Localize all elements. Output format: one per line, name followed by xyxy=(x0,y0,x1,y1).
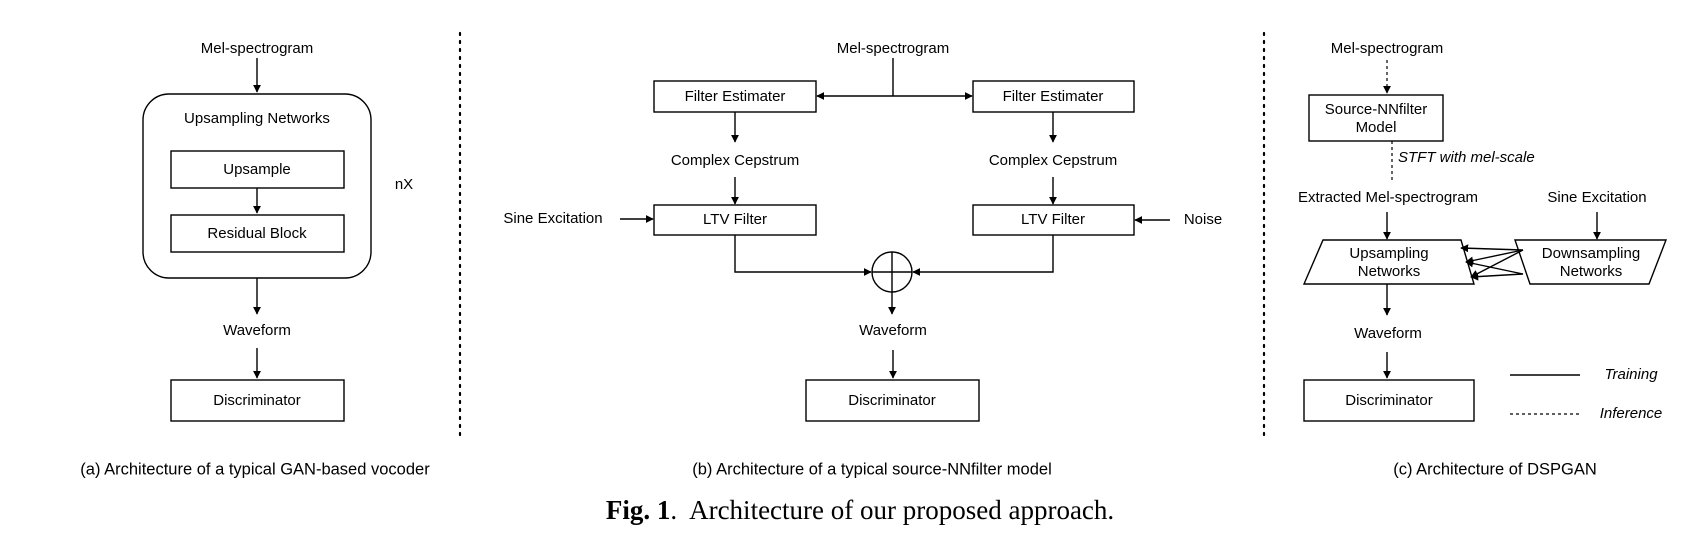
a-repeat-label: nX xyxy=(395,176,413,193)
a-residual-block xyxy=(170,214,345,253)
b-caption: (b) Architecture of a typical source-NNf… xyxy=(692,460,1051,478)
b-noise-label: Noise xyxy=(1184,211,1222,228)
b-discriminator-label: Discriminator xyxy=(848,392,936,409)
b-filter-estimater-left-label: Filter Estimater xyxy=(685,88,786,105)
panel-b: Mel-spectrogram Filter Estimater Filter … xyxy=(503,40,1222,478)
c-upsampling-line1: Upsampling xyxy=(1349,245,1428,262)
c-caption: (c) Architecture of DSPGAN xyxy=(1393,460,1597,478)
b-sine-label: Sine Excitation xyxy=(503,210,602,227)
b-waveform-label: Waveform xyxy=(859,322,927,339)
c-source-nnfilter-block xyxy=(1308,94,1444,142)
b-discriminator-block xyxy=(805,379,980,422)
c-discriminator-block xyxy=(1303,379,1475,422)
c-downsampling-networks xyxy=(1514,239,1668,285)
a-waveform-label: Waveform xyxy=(223,322,291,339)
a-discriminator-label: Discriminator xyxy=(213,392,301,409)
c-downsampling-line2: Networks xyxy=(1560,263,1623,280)
a-discriminator-block xyxy=(170,379,345,422)
c-model-line1: Source-NNfilter xyxy=(1325,101,1428,118)
b-input-label: Mel-spectrogram xyxy=(837,40,950,57)
b-filter-estimater-right xyxy=(972,80,1135,113)
c-upsampling-networks xyxy=(1302,239,1475,285)
c-model-line2: Model xyxy=(1356,119,1397,136)
legend-training-label: Training xyxy=(1604,366,1658,383)
a-input-label: Mel-spectrogram xyxy=(201,40,314,57)
c-input-label: Mel-spectrogram xyxy=(1331,40,1444,57)
b-cepstrum-right-label: Complex Cepstrum xyxy=(989,152,1117,169)
figure-caption: Fig. 1. Architecture of our proposed app… xyxy=(606,495,1114,525)
c-upsampling-line2: Networks xyxy=(1358,263,1421,280)
b-ltv-left-label: LTV Filter xyxy=(703,211,767,228)
b-ltv-filter-left xyxy=(653,204,817,236)
c-sine-label: Sine Excitation xyxy=(1547,189,1646,206)
c-discriminator-label: Discriminator xyxy=(1345,392,1433,409)
legend-inference-label: Inference xyxy=(1600,405,1663,422)
b-filter-estimater-left xyxy=(653,80,817,113)
a-upsample-label: Upsample xyxy=(223,161,291,178)
b-filter-estimater-right-label: Filter Estimater xyxy=(1003,88,1104,105)
b-cepstrum-left-label: Complex Cepstrum xyxy=(671,152,799,169)
c-extracted-label: Extracted Mel-spectrogram xyxy=(1298,189,1478,206)
panel-a: Mel-spectrogram Upsampling Networks Upsa… xyxy=(80,40,430,478)
a-caption: (a) Architecture of a typical GAN-based … xyxy=(80,460,430,478)
a-upsample-block xyxy=(170,150,345,189)
a-group-label: Upsampling Networks xyxy=(184,110,330,127)
c-waveform-label: Waveform xyxy=(1354,325,1422,342)
b-ltv-right-label: LTV Filter xyxy=(1021,211,1085,228)
panel-c: Mel-spectrogram Source-NNfilter Model ST… xyxy=(1298,40,1668,478)
figure-caption-label: Fig. 1 xyxy=(606,495,671,525)
a-residual-label: Residual Block xyxy=(207,225,307,242)
c-downsampling-line1: Downsampling xyxy=(1542,245,1640,262)
c-stft-label: STFT with mel-scale xyxy=(1398,149,1535,166)
figure-caption-text: . Architecture of our proposed approach. xyxy=(670,495,1114,525)
